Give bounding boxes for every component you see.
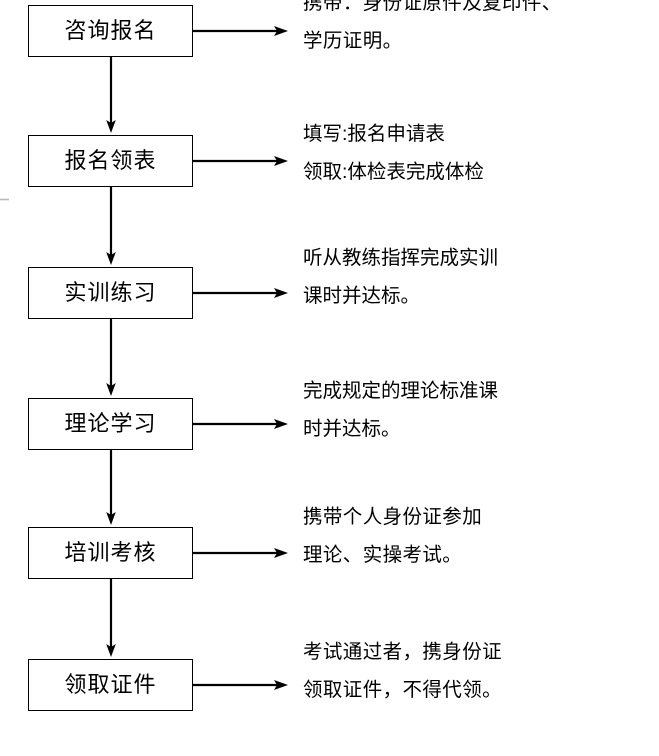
note-block-step-6: 考试通过者，携身份证 领取证件，不得代领。 [303,634,648,710]
stray-ink-mark [0,188,10,201]
right-arrow-icon [193,548,288,558]
note-block-step-3: 听从教练指挥完成实训 课时并达标。 [303,239,648,315]
flow-step-row: 培训考核 携带个人身份证参加 理论、实操考试。 [0,507,659,579]
note-line: 完成规定的理论标准课 [303,380,499,402]
process-box-label: 咨询报名 [64,18,157,43]
down-arrow-glyph [106,187,116,265]
note-line: 携带：身份证原件及复印件、 [303,0,562,14]
right-arrow-icon [193,26,288,36]
note-line: 理论、实操考试。 [303,545,463,566]
down-arrow-icon [103,450,119,525]
right-arrow-icon [193,419,288,429]
note-line: 领取:体检表完成体检 [303,161,484,183]
flow-step-row: 咨询报名 携带：身份证原件及复印件、 学历证明。 [0,0,659,57]
process-box-step-2[interactable]: 报名领表 [28,135,193,187]
note-line: 填写:报名申请表 [303,123,445,145]
process-box-step-6[interactable]: 领取证件 [28,659,193,711]
right-arrow-glyph [193,419,288,429]
note-block-step-4: 完成规定的理论标准课 时并达标。 [303,372,648,448]
process-box-label: 报名领表 [64,148,157,173]
right-arrow-icon [193,680,288,690]
note-block-step-5: 携带个人身份证参加 理论、实操考试。 [303,499,648,575]
process-box-label: 实训练习 [64,280,157,305]
right-arrow-glyph [193,156,288,166]
down-arrow-icon [103,579,119,657]
process-box-label: 培训考核 [64,540,157,565]
note-line: 考试通过者，携身份证 [303,642,503,663]
note-line: 课时并达标。 [303,285,421,307]
down-arrow-icon [103,319,119,396]
flow-step-row: 实训练习 听从教练指挥完成实训 课时并达标。 [0,247,659,319]
note-line: 领取证件，不得代领。 [303,680,503,701]
stray-ink-glyph [0,198,9,201]
down-arrow-icon [103,57,119,133]
down-arrow-icon [103,187,119,265]
process-box-step-5[interactable]: 培训考核 [28,527,193,579]
right-arrow-icon [193,288,288,298]
process-box-label: 领取证件 [64,672,157,697]
down-arrow-glyph [106,450,116,525]
flow-step-row: 报名领表 填写:报名申请表 领取:体检表完成体检 [0,123,659,187]
down-arrow-glyph [106,579,116,657]
flow-step-row: 理论学习 完成规定的理论标准课 时并达标。 [0,380,659,450]
process-box-step-1[interactable]: 咨询报名 [28,5,193,57]
note-line: 时并达标。 [303,418,401,440]
down-arrow-glyph [106,319,116,396]
down-arrow-glyph [106,57,116,133]
note-block-step-1: 携带：身份证原件及复印件、 学历证明。 [303,0,648,61]
right-arrow-icon [193,156,288,166]
process-box-step-4[interactable]: 理论学习 [28,398,193,450]
note-line: 听从教练指挥完成实训 [303,247,499,269]
process-box-label: 理论学习 [64,411,157,436]
flow-step-row: 领取证件 考试通过者，携身份证 领取证件，不得代领。 [0,642,659,711]
right-arrow-glyph [193,288,288,298]
right-arrow-glyph [193,548,288,558]
process-box-step-3[interactable]: 实训练习 [28,267,193,319]
note-line: 学历证明。 [303,31,403,52]
note-line: 携带个人身份证参加 [303,507,483,528]
note-block-step-2: 填写:报名申请表 领取:体检表完成体检 [303,115,648,191]
right-arrow-glyph [193,680,288,690]
right-arrow-glyph [193,26,288,36]
